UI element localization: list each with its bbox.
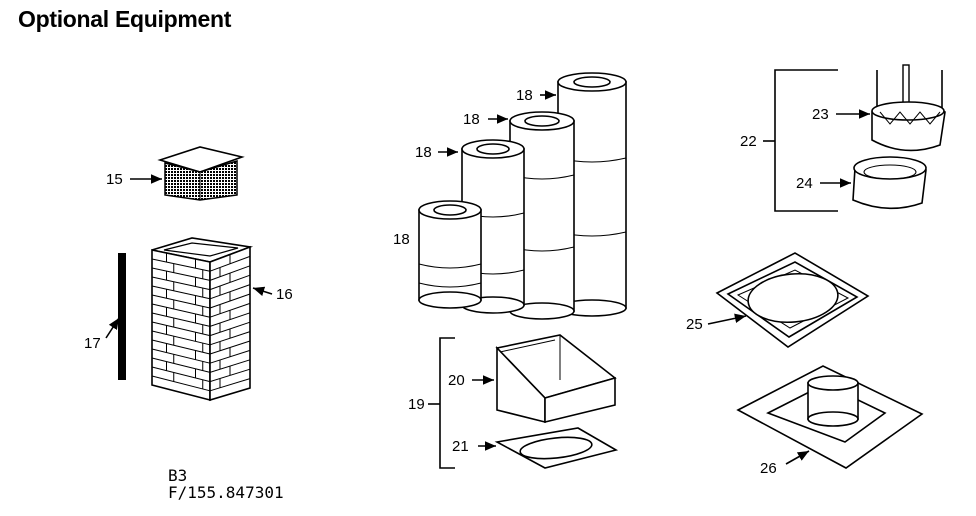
part-23-rain-cap (871, 64, 946, 152)
callout-20: 20 (448, 372, 465, 389)
callout-22: 22 (740, 133, 757, 150)
callout-21: 21 (452, 438, 469, 455)
model-code-line-2: F/155.847301 (168, 483, 284, 502)
callout-25: 25 (686, 316, 703, 333)
part-18-pipe-sections (418, 72, 627, 320)
arrow-17 (105, 317, 120, 339)
part-15-screen (157, 146, 245, 201)
callout-18-b: 18 (463, 111, 480, 128)
arrow-25 (707, 313, 747, 325)
callout-18-c: 18 (415, 144, 432, 161)
part-21-trim-collar (494, 427, 619, 469)
part-16-brick-chimney (151, 237, 254, 402)
callout-26: 26 (760, 460, 777, 477)
part-17-flashing-strip (118, 253, 126, 380)
callout-17: 17 (84, 335, 101, 352)
callout-15: 15 (106, 171, 123, 188)
part-26-roof-flashing (736, 365, 924, 469)
callout-23: 23 (812, 106, 829, 123)
callout-18-a: 18 (516, 87, 533, 104)
arrow-16 (252, 286, 273, 296)
part-20-roof-support-box (495, 334, 617, 424)
part-24-storm-collar (852, 156, 927, 210)
callout-18-d: 18 (393, 231, 410, 248)
callout-19: 19 (408, 396, 425, 413)
bracket-19 (439, 337, 455, 469)
model-code-line-1: B3 (168, 466, 188, 485)
callout-24: 24 (796, 175, 813, 192)
page-title: Optional Equipment (18, 6, 232, 32)
arrow-26 (785, 450, 810, 465)
part-25-firestop-plate (715, 252, 870, 348)
callout-16: 16 (276, 286, 293, 303)
